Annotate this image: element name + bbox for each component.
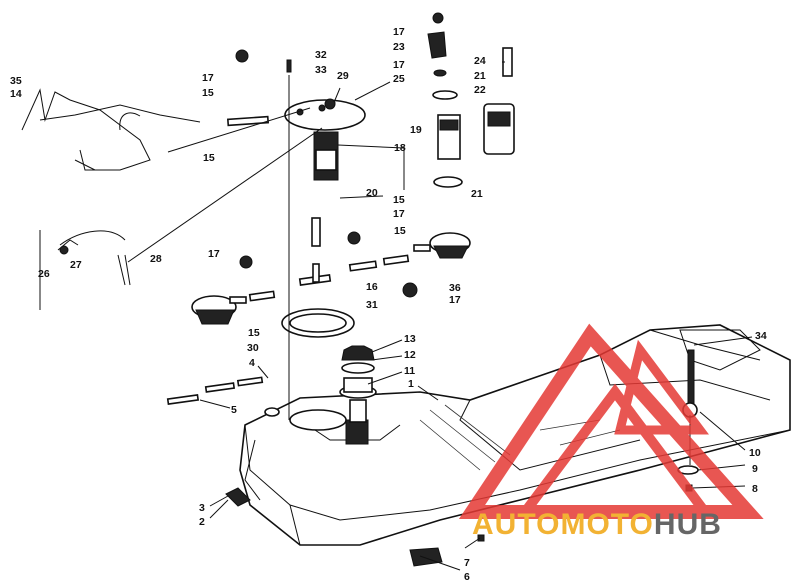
callout-25: 25 [393, 73, 405, 85]
watermark-hub: HUB [654, 508, 722, 541]
callout-8: 8 [752, 483, 758, 495]
callout-7: 7 [464, 557, 470, 569]
callout-17e: 17 [208, 248, 220, 260]
callout-6: 6 [464, 571, 470, 583]
callout-17f: 17 [449, 294, 461, 306]
callout-34: 34 [755, 330, 767, 342]
callout-13: 13 [404, 333, 416, 345]
callout-18: 18 [394, 142, 406, 154]
callout-11: 11 [404, 365, 415, 377]
hose-clamps [235, 49, 418, 298]
filler-cap-assembly [339, 345, 377, 445]
watermark-moto: MOTO [560, 508, 653, 541]
fuel-hoses [166, 217, 410, 405]
callout-32: 32 [315, 49, 327, 61]
callout-12: 12 [404, 349, 416, 361]
callout-27: 27 [70, 259, 82, 271]
watermark-triangle-middle [614, 339, 709, 435]
watermark-triangle-inner [515, 383, 715, 517]
callout-16: 16 [366, 281, 378, 293]
tank-straps [225, 487, 485, 567]
callout-28: 28 [150, 253, 162, 265]
leader-line [167, 107, 311, 153]
callout-15c: 15 [393, 194, 405, 206]
callout-31: 31 [366, 299, 378, 311]
callout-1: 1 [408, 378, 414, 390]
callout-30: 30 [247, 342, 259, 354]
callout-35: 35 [10, 75, 22, 87]
callout-14: 14 [10, 88, 22, 100]
watermark-text: AUTOMOTOHUB [472, 508, 722, 541]
callout-33: 33 [315, 64, 327, 76]
callout-36: 36 [449, 282, 461, 294]
watermark-auto: AUTO [472, 508, 560, 541]
leader-line [127, 127, 323, 263]
callout-5: 5 [231, 404, 237, 416]
callout-17b: 17 [393, 26, 405, 38]
callout-23: 23 [393, 41, 405, 53]
fuel-valve-right [413, 232, 471, 259]
mounting-bolt [286, 59, 292, 420]
callout-15e: 15 [248, 327, 260, 339]
callout-labels: 1 2 3 4 5 6 7 8 9 10 11 12 13 14 15 15 1… [10, 26, 767, 583]
callout-19: 19 [410, 124, 422, 136]
callout-2: 2 [199, 516, 205, 528]
callout-21a: 21 [474, 70, 486, 82]
pump-plate [284, 99, 366, 181]
callout-10: 10 [749, 447, 761, 459]
callout-22: 22 [474, 84, 486, 96]
callout-15d: 15 [394, 225, 406, 237]
fuel-valve-left [191, 295, 247, 325]
callout-26: 26 [38, 268, 50, 280]
callout-9: 9 [752, 463, 758, 475]
wire-harness [39, 230, 131, 310]
callout-4: 4 [249, 357, 255, 369]
callout-20: 20 [366, 187, 378, 199]
vent-hoses [21, 88, 270, 171]
callout-15b: 15 [203, 152, 215, 164]
fuel-pump [427, 12, 515, 188]
callout-15a: 15 [202, 87, 214, 99]
callout-3: 3 [199, 502, 205, 514]
callout-17c: 17 [393, 59, 405, 71]
callout-21b: 21 [471, 188, 483, 200]
gasket-ring [281, 308, 355, 338]
watermark-logo [458, 323, 764, 519]
callout-29: 29 [337, 70, 349, 82]
callout-17a: 17 [202, 72, 214, 84]
callout-24: 24 [474, 55, 486, 67]
callout-17d: 17 [393, 208, 405, 220]
